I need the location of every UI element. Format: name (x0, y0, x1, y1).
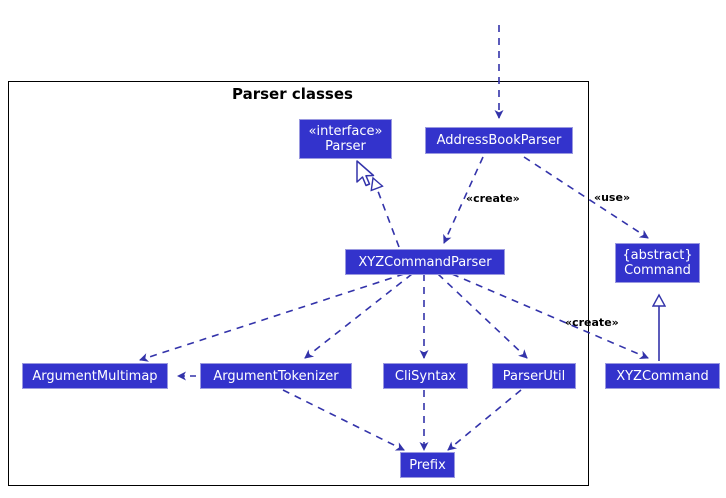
edge-label-create-command: «create» (565, 316, 619, 329)
node-xyzcommand-label: XYZCommand (616, 368, 709, 384)
node-addressbookparser[interactable]: AddressBookParser (425, 127, 573, 154)
node-parserutil[interactable]: ParserUtil (492, 363, 576, 389)
node-xyzcommand[interactable]: XYZCommand (605, 363, 720, 389)
edge-label-create-parser: «create» (466, 192, 520, 205)
edge-label-use-command: «use» (594, 191, 631, 204)
node-prefix[interactable]: Prefix (400, 452, 455, 478)
package-title: Parser classes (232, 85, 353, 103)
node-clisyntax-label: CliSyntax (394, 368, 457, 384)
node-argumenttokenizer[interactable]: ArgumentTokenizer (200, 363, 352, 389)
node-command-label: Command (624, 263, 691, 278)
node-command-stereotype: {abstract} (622, 248, 693, 263)
node-parser-stereotype: «interface» (308, 124, 383, 139)
node-xyzcommandparser-label: XYZCommandParser (358, 254, 492, 270)
node-argumenttokenizer-label: ArgumentTokenizer (213, 368, 339, 384)
node-command[interactable]: {abstract} Command (615, 243, 700, 283)
node-xyzcommandparser[interactable]: XYZCommandParser (345, 249, 505, 275)
node-parser[interactable]: «interface» Parser (299, 119, 392, 159)
node-argumentmultimap-label: ArgumentMultimap (32, 368, 158, 384)
node-parser-label: Parser (325, 139, 366, 154)
node-parserutil-label: ParserUtil (502, 368, 566, 384)
node-prefix-label: Prefix (409, 457, 446, 473)
node-argumentmultimap[interactable]: ArgumentMultimap (22, 363, 168, 389)
node-addressbookparser-label: AddressBookParser (436, 133, 562, 148)
node-clisyntax[interactable]: CliSyntax (383, 363, 468, 389)
